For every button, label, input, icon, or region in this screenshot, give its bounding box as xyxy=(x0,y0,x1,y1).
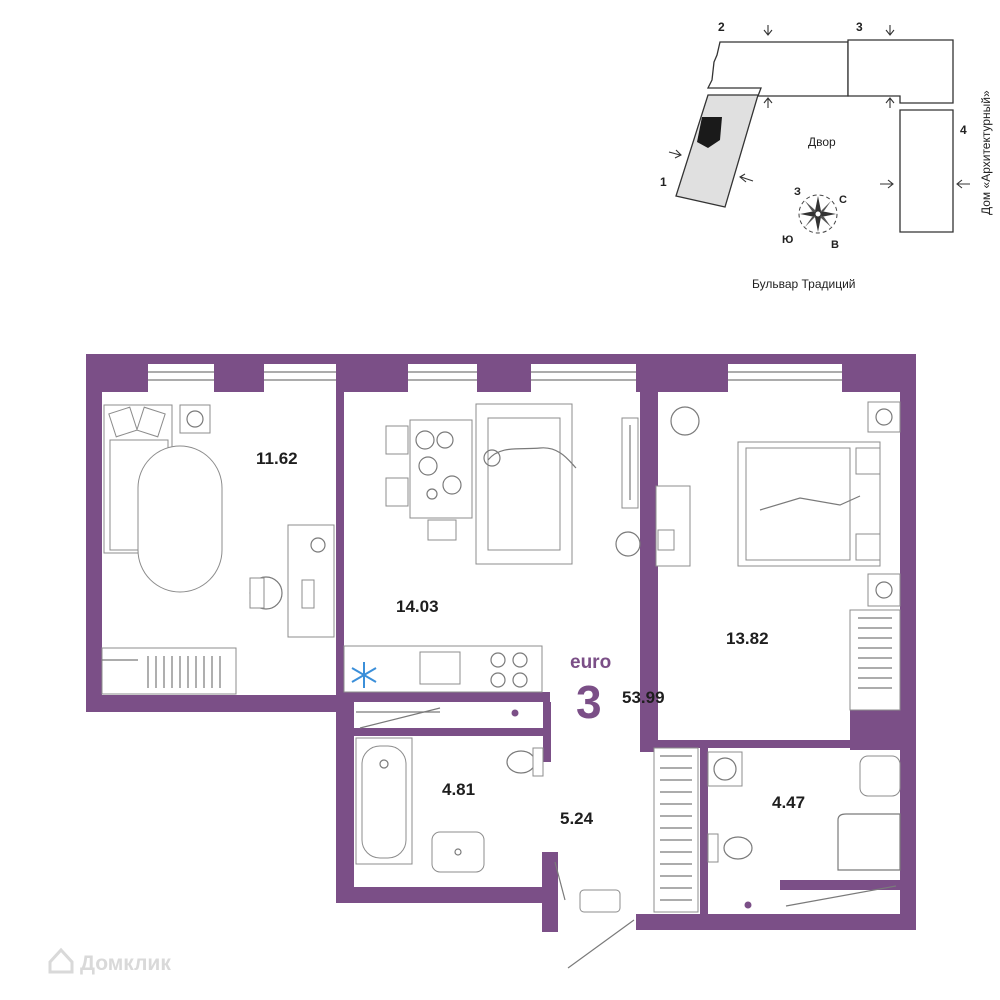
site-section-4 xyxy=(899,109,954,233)
house-label: Дом «Архитектурный» xyxy=(979,90,993,215)
compass-rose xyxy=(798,194,838,234)
entrance-arrows xyxy=(668,25,970,189)
fridge-snowflake-icon xyxy=(351,662,377,688)
site-section-3 xyxy=(847,39,954,104)
section-number-2: 2 xyxy=(718,20,725,34)
compass-west: З xyxy=(794,186,801,198)
windows xyxy=(148,371,842,381)
room-area-kitchen-living: 14.03 xyxy=(396,597,439,616)
compass-south: Ю xyxy=(782,234,793,246)
site-unit-marker xyxy=(697,117,722,148)
site-plan: 1 2 3 4 Двор Бульвар Традиций Дом «Архит… xyxy=(660,20,993,291)
walls xyxy=(86,354,916,932)
room-area-bathroom-2: 4.47 xyxy=(772,793,805,812)
section-number-1: 1 xyxy=(660,175,667,189)
riser-marker xyxy=(511,709,519,717)
room-area-bedroom-right: 13.82 xyxy=(726,629,769,648)
apartment-total-area: 53.99 xyxy=(622,688,665,707)
riser-marker xyxy=(744,901,752,909)
yard-label: Двор xyxy=(808,135,836,149)
site-section-2 xyxy=(706,41,849,97)
room-area-bedroom-left: 11.62 xyxy=(256,449,298,468)
compass-east: В xyxy=(831,239,839,251)
room-area-hallway: 5.24 xyxy=(560,809,594,828)
watermark-text: Домклик xyxy=(80,952,171,975)
section-number-3: 3 xyxy=(856,20,863,34)
street-label: Бульвар Традиций xyxy=(752,277,856,291)
apartment-rooms-count: 3 xyxy=(576,676,602,728)
apartment-type-label: euro xyxy=(570,652,611,673)
section-number-4: 4 xyxy=(960,123,967,137)
compass-north: С xyxy=(839,194,847,206)
site-section-1 xyxy=(675,94,759,208)
room-area-bathroom: 4.81 xyxy=(442,780,475,799)
furniture xyxy=(101,401,901,969)
watermark: Домклик xyxy=(48,947,171,975)
